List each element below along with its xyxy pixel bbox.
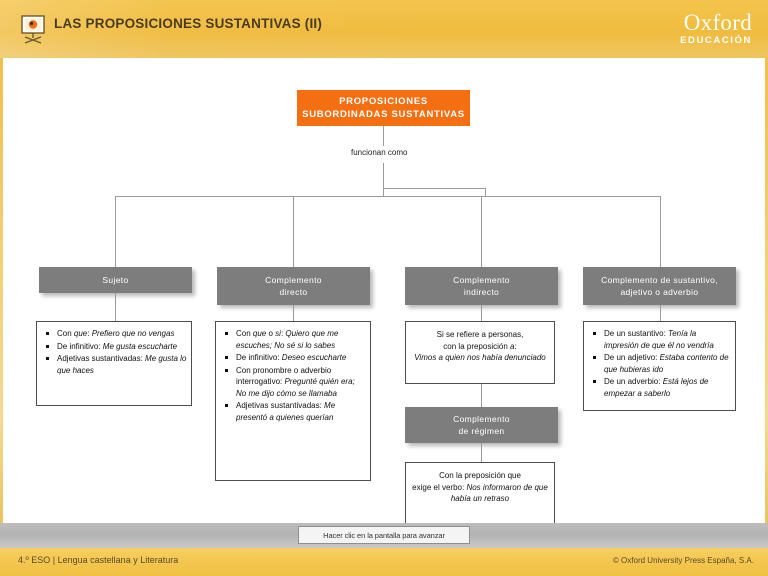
branch-heading-sujeto-line1: Sujeto [102,275,129,285]
branch-heading-cs-line2: adjetivo o adverbio [620,287,699,297]
branch-heading-complemento-de-regimen[interactable]: Complemento de régimen [405,407,558,443]
root-node-proposiciones-subordinadas-sustantivas[interactable]: PROPOSICIONES SUBORDINADAS SUSTANTIVAS [297,90,470,126]
detail-text-complemento-indirecto: Si se refiere a personas, con la preposi… [406,322,554,364]
connector-leg-complemento-directo [293,196,294,267]
list-item: De un sustantivo: Tenía la impresión de … [592,328,731,351]
connector-caption: funcionan como [351,148,408,157]
diagram-canvas: PROPOSICIONES SUBORDINADAS SUSTANTIVAS f… [3,58,765,525]
connector-main-bus [115,196,661,197]
list-item: Con que o si: Quiero que me escuches; No… [224,328,366,351]
list-item: Con que: Prefiero que no vengas [45,328,187,340]
example-text: Pregunté quién era; No me dijo cómo se l… [236,377,355,398]
connector-root-to-caption [383,126,384,146]
root-node-line1: PROPOSICIONES [339,96,428,107]
example-text: Vimos a quien nos había denunciado [414,353,546,362]
detail-box-complemento-directo: Con que o si: Quiero que me escuches; No… [215,321,371,481]
branch-heading-complemento-directo[interactable]: Complemento directo [217,267,370,305]
bullet-list-complemento-directo: Con que o si: Quiero que me escuches; No… [216,322,370,423]
connector-ci-to-box [481,305,482,321]
list-item: Adjetivas sustantivadas: Me presentó a q… [224,400,366,423]
branch-heading-cd-line1: Complemento [265,275,322,285]
list-item: De un adverbio: Está lejos de empezar a … [592,376,731,399]
branch-heading-complemento-indirecto[interactable]: Complemento indirecto [405,267,558,305]
connector-cs-to-box [660,305,661,321]
branch-heading-complemento-de-sustantivo[interactable]: Complemento de sustantivo, adjetivo o ad… [583,267,736,305]
oxford-logo: Oxford EDUCACIÓN [680,11,752,47]
oxford-subtitle: EDUCACIÓN [680,35,752,46]
connector-caption-down [383,163,384,188]
connector-ci-to-regimen [481,384,482,407]
branch-heading-ci-line2: indirecto [463,287,500,297]
branch-heading-regimen-line1: Complemento [453,414,510,424]
example-text: Estaba contento de que hubieras ido [604,353,729,374]
regimen-line1: Con la preposición que [439,471,521,480]
bullet-list-complemento-de-sustantivo: De un sustantivo: Tenía la impresión de … [584,322,735,399]
ci-line2-post: : [514,341,517,351]
list-item: De infinitivo: Deseo escucharte [224,352,366,364]
right-edge-strip [765,58,768,523]
list-item: Adjetivas sustantivadas: Me gusta lo que… [45,353,187,376]
footer-copyright: © Oxford University Press España, S.A. [612,556,754,565]
footer-course-label: 4.º ESO | Lengua castellana y Literatura [18,555,179,565]
example-text: Tenía la impresión de que él no vendría [604,329,714,350]
keyword-a: a [510,341,515,351]
connector-regimen-to-box [481,443,482,462]
keyword-que: que [252,329,267,338]
connector-upper-bracket-right-leg [485,188,486,196]
branch-heading-cd-line2: directo [279,287,308,297]
root-node-line2: SUBORDINADAS SUSTANTIVAS [302,109,465,120]
regimen-line2: exige el verbo: [412,482,467,492]
example-text: Está lejos de empezar a saberlo [604,377,709,398]
example-text: Quiero que me escuches; No sé si lo sabe… [236,329,339,350]
connector-upper-bracket [383,188,486,189]
connector-leg-complemento-indirecto [481,196,482,267]
bullet-list-sujeto: Con que: Prefiero que no vengas De infin… [37,322,191,376]
example-text: Prefiero que no vengas [91,329,175,338]
connector-leg-sujeto [115,196,116,267]
connector-leg-complemento-sustantivo [660,196,661,267]
example-text: Me gusta lo que haces [57,354,187,375]
detail-box-complemento-de-regimen: Con la preposición que exige el verbo: N… [405,462,555,525]
page-title: LAS PROPOSICIONES SUSTANTIVAS (II) [54,16,323,31]
branch-heading-sujeto[interactable]: Sujeto [39,267,192,293]
list-item: Con pronombre o adverbio interrogativo: … [224,365,366,400]
keyword-si: si [275,329,281,338]
list-item: De infinitivo: Me gusta escucharte [45,341,187,353]
keyword-que: que [73,329,88,338]
example-text: Nos informaron de que había un retraso [450,482,548,504]
detail-box-complemento-de-sustantivo: De un sustantivo: Tenía la impresión de … [583,321,736,411]
example-text: Me presentó a quienes querían [236,401,336,422]
list-item: De un adjetivo: Estaba contento de que h… [592,352,731,375]
branch-heading-cs-line1: Complemento de sustantivo, [601,275,718,285]
example-text: Deseo escucharte [281,353,347,362]
example-text: Me gusta escucharte [102,341,178,351]
connector-sujeto-to-box [115,293,116,321]
ci-line2-pre: con la preposición [443,341,511,351]
left-edge-strip [0,58,3,523]
detail-box-complemento-indirecto: Si se refiere a personas, con la preposi… [405,321,555,384]
presentation-easel-icon [21,15,45,44]
detail-box-sujeto: Con que: Prefiero que no vengas De infin… [36,321,192,406]
footer-band [0,548,768,576]
connector-cd-to-box [293,305,294,321]
connector-upper-bracket-left-leg [383,188,384,196]
oxford-wordmark: Oxford [683,10,752,35]
branch-heading-ci-line1: Complemento [453,275,510,285]
advance-hint-button[interactable]: Hacer clic en la pantalla para avanzar [298,526,470,544]
branch-heading-regimen-line2: de régimen [458,426,505,436]
detail-text-complemento-de-regimen: Con la preposición que exige el verbo: N… [406,463,554,505]
ci-line1: Si se refiere a personas, [436,330,524,339]
